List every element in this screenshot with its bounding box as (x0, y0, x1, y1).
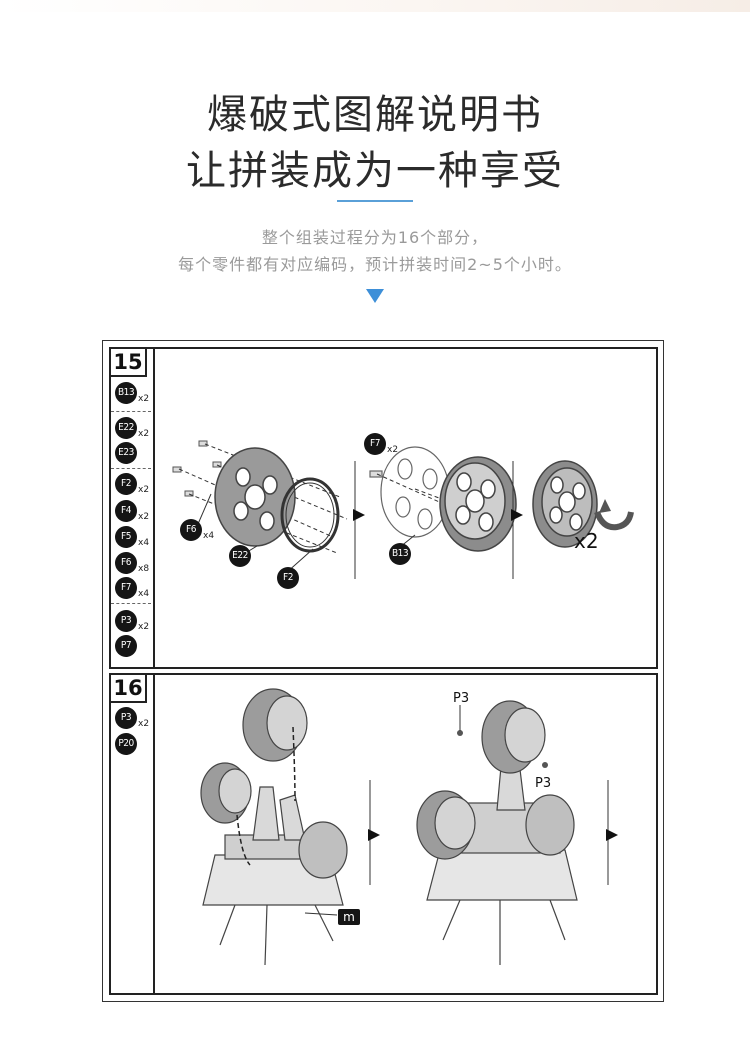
screw (212, 461, 222, 468)
part-code-badge: P7 (115, 635, 137, 657)
callout-badge: E22 (229, 545, 251, 567)
part-code-badge: P20 (115, 733, 137, 755)
callout-m: m (338, 909, 360, 925)
part-f7: F7x4 (115, 577, 149, 599)
part-code-badge: B13 (115, 382, 137, 404)
separator (111, 411, 151, 412)
part-qty: x2 (138, 719, 150, 729)
frame-b13 (369, 446, 450, 538)
callout-e22: E22 (229, 545, 251, 567)
instruction-frame (102, 340, 664, 1002)
step-16-parts-column: 16 P3x2 P20 (111, 675, 155, 993)
part-qty: x4 (138, 589, 150, 599)
wheel-finished (532, 460, 598, 548)
callout-qty: x4 (203, 531, 215, 541)
wheel-e22 (214, 447, 296, 547)
part-f6: F6x8 (115, 552, 149, 574)
reel-lower-left (200, 762, 252, 824)
callout-badge: F7 (364, 433, 386, 455)
down-arrow-icon (366, 289, 384, 303)
leader-line (197, 493, 212, 525)
label-p3-side: P3 (535, 776, 552, 791)
label-p3-top: P3 (453, 691, 470, 706)
part-p3: P3x2 (115, 707, 149, 729)
callout-qty: x2 (387, 445, 399, 455)
screw (184, 490, 194, 497)
part-f4: F4x2 (115, 500, 149, 522)
guide-lines (236, 726, 296, 866)
step-16-exploded-diagram (200, 688, 618, 966)
part-code-badge: F5 (115, 526, 137, 548)
callout-b13: B13 (389, 543, 411, 565)
pin-p3-side (542, 762, 548, 768)
part-code-badge: F7 (115, 577, 137, 599)
callout-f6: F6x4 (180, 519, 214, 541)
separator (111, 603, 151, 604)
callout-badge: F6 (180, 519, 202, 541)
callout-f7: F7x2 (364, 433, 398, 455)
callout-f2: F2 (277, 567, 299, 589)
part-b13: B13x2 (115, 382, 149, 404)
step-arrow-icon (511, 509, 523, 521)
step-arrow-icon (368, 829, 380, 841)
step-15-number: 15 (111, 349, 147, 377)
separator (111, 468, 151, 469)
part-qty: x2 (138, 429, 150, 439)
part-qty: x8 (138, 564, 150, 574)
part-code-badge: F2 (115, 473, 137, 495)
top-band (0, 0, 750, 12)
subtitle-line2: 每个零件都有对应编码，预计拼装时间2~5个小时。 (178, 255, 572, 274)
result-quantity: x2 (574, 529, 599, 553)
callout-badge: F2 (277, 567, 299, 589)
reel-upper-left (242, 688, 308, 762)
part-qty: x2 (138, 394, 150, 404)
part-code-badge: E23 (115, 442, 137, 464)
part-p20: P20 (115, 733, 138, 755)
step-16-number: 16 (111, 675, 147, 703)
page-title-line1: 爆破式图解说明书 (207, 92, 543, 138)
page-title-line2: 让拼装成为一种享受 (186, 148, 564, 194)
part-f5: F5x4 (115, 526, 149, 548)
wheel-assembled (439, 456, 517, 552)
screws-group (172, 440, 222, 497)
part-code-badge: E22 (115, 417, 137, 439)
part-qty: x2 (138, 512, 150, 522)
step-arrow-icon (353, 509, 365, 521)
part-code-badge: F4 (115, 500, 137, 522)
step-15-exploded-diagram (172, 440, 634, 579)
projector-base-left (202, 786, 348, 966)
callout-badge: B13 (389, 543, 411, 565)
screw (198, 440, 208, 447)
accent-divider (337, 200, 413, 202)
step-15-parts-column: 15 B13x2 E22x2 E23 F2x2 F4x2 F5x4 F6x8 F… (111, 349, 155, 667)
rotate-icon (594, 510, 634, 531)
part-f2: F2x2 (115, 473, 149, 495)
step-arrow-icon (606, 829, 618, 841)
part-e22: E22x2 (115, 417, 149, 439)
part-code-badge: P3 (115, 610, 137, 632)
step-16-panel: 16 P3x2 P20 (109, 673, 658, 995)
part-qty: x2 (138, 622, 150, 632)
projector-base-right (416, 700, 578, 965)
part-code-badge: P3 (115, 707, 137, 729)
step-15-panel: 15 B13x2 E22x2 E23 F2x2 F4x2 F5x4 F6x8 F… (109, 347, 658, 669)
rotate-arrowhead-icon (599, 499, 611, 513)
part-code-badge: F6 (115, 552, 137, 574)
part-e23: E23 (115, 442, 138, 464)
part-p7: P7 (115, 635, 138, 657)
leader-line (304, 912, 338, 916)
part-qty: x4 (138, 538, 150, 548)
pin-p3-top (457, 730, 463, 736)
part-p3: P3x2 (115, 610, 149, 632)
part-qty: x2 (138, 485, 150, 495)
subtitle-line1: 整个组装过程分为16个部分， (261, 228, 489, 247)
